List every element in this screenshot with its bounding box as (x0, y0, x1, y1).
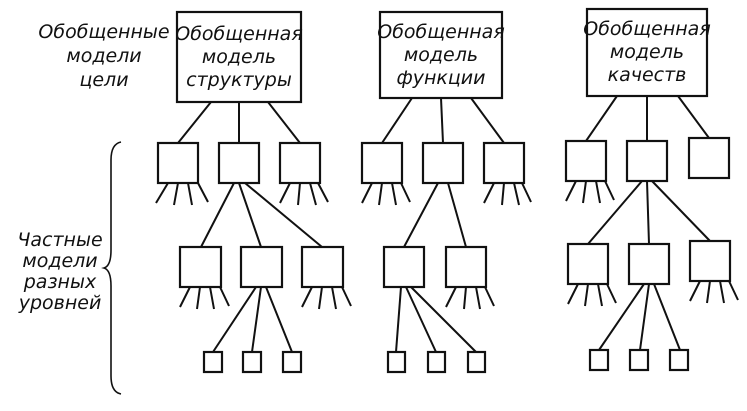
quality-l3-box-3 (668, 348, 690, 372)
partial-models-label-line-3: разных (23, 271, 97, 293)
column-function: Обобщенная модель функции (360, 10, 532, 374)
function-connectors-level-3 (395, 286, 477, 353)
partial-models-label: Частные модели разных уровней (17, 229, 102, 314)
structure-l3-box-2 (241, 350, 263, 374)
quality-connectors-level-3 (598, 283, 681, 351)
quality-l2-box-3 (688, 239, 732, 283)
quality-l1-box-1 (564, 139, 608, 183)
structure-l1-box-1 (156, 141, 200, 185)
quality-l2-box-2 (627, 242, 671, 286)
function-l3-box-1 (386, 350, 407, 374)
structure-l3-box-3 (281, 350, 303, 374)
goal-models-label-line-3: цели (79, 69, 128, 91)
partial-models-label-line-2: модели (22, 250, 97, 272)
structure-l3-box-1 (202, 350, 224, 374)
column-structure: Обобщенная модель структуры (155, 10, 352, 374)
quality-l2-box-1-stubs (567, 283, 617, 307)
function-connectors-level-2 (403, 182, 467, 248)
structure-l1-box-3 (278, 141, 322, 185)
quality-title-line-2: модель (610, 41, 684, 63)
structure-title-line-3: структуры (186, 69, 292, 91)
goal-models-label-line-1: Обобщенные (38, 21, 169, 43)
quality-connectors-level-1 (585, 95, 710, 142)
structure-connectors-level-1 (177, 101, 301, 144)
function-l1-box-2 (421, 141, 465, 185)
partial-models-label-line-4: уровней (18, 292, 102, 314)
function-l1-box-1 (360, 141, 404, 185)
generalized-quality-model-box (585, 7, 709, 98)
function-l3-box-2 (426, 350, 447, 374)
structure-l1-box-2 (217, 141, 261, 185)
quality-title-line-1: Обобщенная (583, 18, 711, 40)
function-l2-box-2-stubs (445, 286, 495, 310)
quality-l2-box-3-stubs (689, 280, 739, 304)
structure-l2-box-2 (239, 245, 284, 289)
structure-l2-box-3-stubs (301, 286, 352, 310)
function-title-line-1: Обобщенная (377, 21, 505, 43)
levels-brace (101, 141, 122, 395)
function-l2-box-1 (382, 245, 426, 289)
function-title-line-3: функции (396, 67, 485, 89)
generalized-function-model-box (378, 10, 504, 100)
function-l1-box-3 (482, 141, 526, 185)
quality-l3-box-2 (628, 348, 650, 372)
function-title-line-2: модель (404, 44, 478, 66)
structure-title-line-1: Обобщенная (175, 23, 303, 45)
structure-connectors-level-2 (200, 182, 323, 248)
goal-models-label: Обобщенные модели цели (38, 21, 169, 91)
quality-connectors-level-2 (587, 180, 711, 245)
function-l2-box-2 (444, 245, 488, 289)
function-l1-box-3-stubs (483, 182, 532, 206)
function-l1-box-1-stubs (361, 182, 411, 206)
quality-l1-box-3 (687, 136, 731, 180)
function-l3-box-3 (466, 350, 487, 374)
column-quality: Обобщенная модель качеств (564, 7, 739, 372)
structure-l1-box-3-stubs (279, 182, 329, 206)
quality-title-line-3: качеств (608, 64, 687, 86)
generalized-structure-model-box (175, 10, 303, 104)
quality-l1-box-1-stubs (565, 180, 615, 204)
structure-title-line-2: модель (202, 46, 276, 68)
structure-l2-box-3 (300, 245, 345, 289)
quality-l2-box-1 (566, 242, 610, 286)
structure-l2-box-1 (178, 245, 223, 289)
function-connectors-level-1 (381, 97, 505, 144)
goal-models-label-line-2: модели (66, 45, 141, 67)
partial-models-label-line-1: Частные (17, 229, 102, 251)
structure-l2-box-1-stubs (179, 286, 230, 310)
structure-connectors-level-3 (212, 286, 293, 353)
quality-l3-box-1 (588, 348, 610, 372)
quality-l1-box-2 (625, 139, 669, 183)
structure-l1-box-1-stubs (155, 182, 209, 206)
